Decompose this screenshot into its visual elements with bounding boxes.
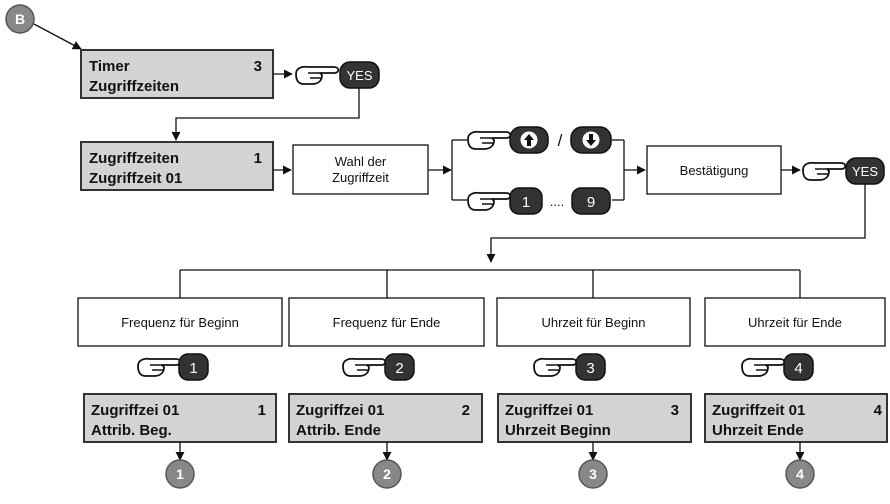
yes-key-2-label: YES xyxy=(852,164,878,179)
start-marker-label: B xyxy=(15,11,25,27)
branch-3-key-body xyxy=(575,353,606,381)
branch-1-lcd xyxy=(83,393,277,443)
yes-key-1[interactable]: YES xyxy=(295,61,380,89)
number-key-1[interactable]: 1 xyxy=(509,187,543,215)
branch-3-marker-label: 3 xyxy=(589,466,597,482)
branch-4-box xyxy=(704,297,886,347)
branch-3-lcd-line2: Uhrzeit Beginn xyxy=(505,422,611,439)
branch-2-marker-label: 2 xyxy=(383,466,391,482)
branch-1-key[interactable]: 1 xyxy=(137,353,209,381)
yes-key-2[interactable]: YES xyxy=(802,157,885,185)
branch-4-lcd-index: 4 xyxy=(874,402,883,419)
branch-4-marker xyxy=(785,459,815,489)
branch-2-key-label: 2 xyxy=(395,360,403,377)
lcd-timer-line2: Zugriffzeiten xyxy=(89,78,179,95)
lcd-timer-frame xyxy=(80,49,274,99)
branch-4-label: Uhrzeit für Ende xyxy=(748,315,842,330)
branch-2-box xyxy=(288,297,485,347)
branch-1-marker-label: 1 xyxy=(176,466,184,482)
branch-3: Uhrzeit für Beginn 3 Zugriffzei 01 Uhrze… xyxy=(496,297,692,489)
branch-2-label: Frequenz für Ende xyxy=(333,315,441,330)
connector-yes-branches xyxy=(486,184,866,263)
branch-2: Frequenz für Ende 2 Zugriffzei 01 Attrib… xyxy=(288,297,485,489)
wahl-box-line2: Zugriffzeit xyxy=(332,170,389,185)
lcd-zugriffzeiten-index: 1 xyxy=(254,150,262,167)
down-arrow-key[interactable] xyxy=(570,126,612,154)
lcd-timer-line1: Timer xyxy=(89,58,130,75)
wahl-box-line1: Wahl der xyxy=(335,154,387,169)
number-key-9[interactable]: 9 xyxy=(571,187,611,215)
branch-1-lcd-index: 1 xyxy=(258,402,266,419)
branch-4-key[interactable]: 4 xyxy=(741,353,814,381)
branch-2-lcd-index: 2 xyxy=(462,402,470,419)
branch-3-lcd-index: 3 xyxy=(671,402,679,419)
branch-3-marker xyxy=(578,459,608,489)
branch-1-lcd-line2: Attrib. Beg. xyxy=(91,422,172,439)
branch-1-box xyxy=(77,297,283,347)
branch-1-key-body xyxy=(178,353,209,381)
branch-2-marker xyxy=(372,459,402,489)
branch-1: Frequenz für Beginn 1 Zugriffzei 01 Attr… xyxy=(77,297,283,489)
branch-3-label: Uhrzeit für Beginn xyxy=(541,315,645,330)
connector-start xyxy=(33,23,82,50)
pointing-hand-icon xyxy=(467,130,512,150)
branch-2-key[interactable]: 2 xyxy=(342,353,415,381)
pointing-hand-icon xyxy=(295,65,340,85)
lcd-zugriffzeiten-frame xyxy=(80,141,274,191)
branch-4-key-body xyxy=(783,353,814,381)
pointing-hand-icon xyxy=(137,357,182,377)
number-key-9-label: 9 xyxy=(587,194,595,211)
branch-2-lcd-line1: Zugriffzei 01 xyxy=(296,402,384,419)
lcd-zugriffzeiten: Zugriffzeiten Zugriffzeit 01 1 xyxy=(80,141,274,191)
connector-yes-zugriff xyxy=(171,88,360,141)
start-marker-circle xyxy=(5,4,35,34)
pointing-hand-icon xyxy=(802,161,847,181)
pointing-hand-icon xyxy=(467,191,512,211)
branch-2-key-body xyxy=(384,353,415,381)
down-arrow-icon xyxy=(586,134,596,146)
branch-2-lcd xyxy=(288,393,483,443)
branch-4-key-label: 4 xyxy=(794,360,802,377)
lcd-timer: Timer Zugriffzeiten 3 xyxy=(80,49,274,99)
branch-1-key-label: 1 xyxy=(189,360,197,377)
pointing-hand-icon xyxy=(741,357,786,377)
branch-3-lcd xyxy=(497,393,692,443)
branch-4: Uhrzeit für Ende 4 Zugriffzeit 01 Uhrzei… xyxy=(704,297,888,489)
branch-1-marker xyxy=(165,459,195,489)
branch-4-lcd xyxy=(704,393,888,443)
number-key-1-label: 1 xyxy=(522,194,530,211)
lcd-zugriffzeiten-line1: Zugriffzeiten xyxy=(89,150,179,167)
number-key-1-body xyxy=(509,187,543,215)
up-arrow-key[interactable] xyxy=(509,126,549,154)
branch-3-key[interactable]: 3 xyxy=(533,353,606,381)
up-arrow-icon xyxy=(524,134,534,146)
bestaetigung-box xyxy=(646,145,782,195)
lcd-zugriffzeiten-line2: Zugriffzeit 01 xyxy=(89,170,182,187)
lcd-timer-index: 3 xyxy=(254,58,262,75)
branch-3-box xyxy=(496,297,691,347)
branch-1-lcd-line1: Zugriffzei 01 xyxy=(91,402,179,419)
number-key-9-body xyxy=(571,187,611,215)
branch-3-key-label: 3 xyxy=(586,360,594,377)
branch-2-lcd-line2: Attrib. Ende xyxy=(296,422,381,439)
pointing-hand-icon xyxy=(342,357,387,377)
branch-4-lcd-line1: Zugriffzeit 01 xyxy=(712,402,805,419)
yes-key-1-label: YES xyxy=(346,68,372,83)
or-slash: / xyxy=(558,131,563,150)
pointing-hand-icon xyxy=(533,357,578,377)
branch-4-marker-label: 4 xyxy=(796,466,804,482)
range-ellipsis: .... xyxy=(550,194,564,209)
branch-4-lcd-line2: Uhrzeit Ende xyxy=(712,422,804,439)
branch-3-lcd-line1: Zugriffzei 01 xyxy=(505,402,593,419)
wahl-box xyxy=(292,144,429,195)
branch-1-label: Frequenz für Beginn xyxy=(121,315,239,330)
bestaetigung-label: Bestätigung xyxy=(680,163,749,178)
